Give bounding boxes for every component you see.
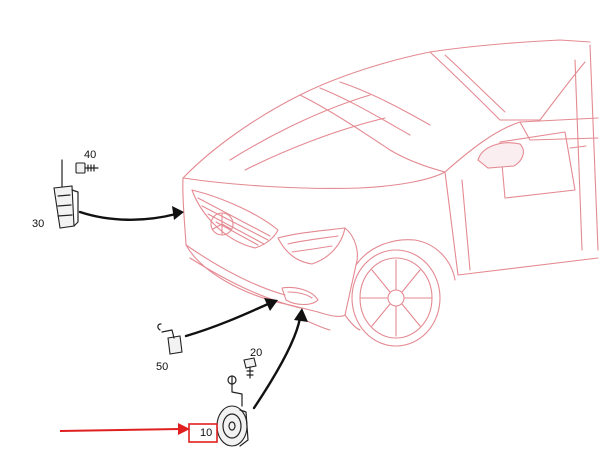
highlight-arrow	[59, 428, 181, 432]
front-wheel	[351, 249, 441, 347]
callout-10: 10	[200, 427, 212, 439]
fog-lamp-recess	[281, 286, 319, 306]
callout-40: 40	[84, 149, 96, 161]
windshield-outline	[429, 51, 586, 121]
front-grille	[191, 189, 279, 249]
horn-icon	[216, 375, 249, 447]
vehicle-outline	[182, 39, 599, 347]
callout-30: 30	[32, 218, 44, 230]
headlight	[277, 227, 346, 265]
screw-icon	[75, 162, 99, 174]
front-bumper	[182, 177, 346, 317]
highlight-marker	[59, 423, 218, 443]
bolt-icon	[243, 357, 257, 379]
highlight-box	[188, 423, 218, 443]
arrow-bracket	[78, 210, 178, 221]
assembly-arrows	[78, 206, 308, 410]
bracket-icon	[53, 159, 79, 229]
arrow-horn	[252, 316, 302, 410]
callout-20: 20	[250, 347, 262, 359]
side-body-outline	[444, 117, 599, 173]
arrow-sensor	[184, 302, 270, 338]
callout-50: 50	[156, 361, 168, 373]
sensor-plug-icon	[157, 323, 183, 355]
side-mirror	[477, 142, 524, 169]
hood-outline	[182, 39, 591, 179]
